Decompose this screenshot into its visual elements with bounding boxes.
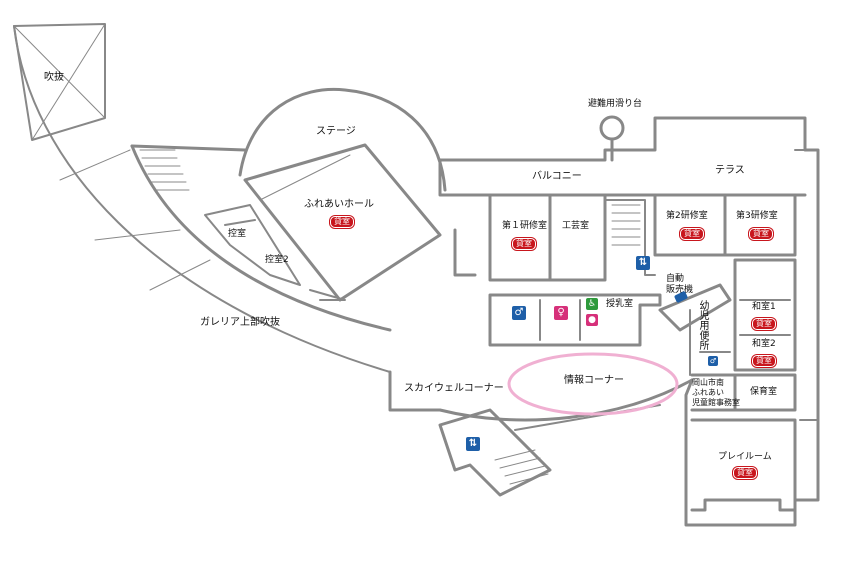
- label-children-office-line2: ふれあい: [692, 388, 724, 397]
- label-balcony: バルコニー: [532, 171, 582, 182]
- label-craft: 工芸室: [562, 221, 590, 231]
- bottom-wall: [388, 370, 694, 422]
- label-slide: 避難用滑り台: [588, 99, 643, 109]
- label-japanese-1: 和室1: [752, 302, 776, 312]
- rental-badge: 貸室: [733, 467, 757, 479]
- label-nursing: 授乳室: [606, 299, 634, 309]
- restroom-male-icon: ♂: [512, 306, 526, 320]
- training-room-1-walls: [488, 193, 552, 282]
- slide-circle: [599, 115, 625, 141]
- japanese-rooms-walls: [733, 258, 797, 372]
- gallery-outer-wall: [13, 25, 391, 373]
- accessible-icon: ♿: [586, 298, 598, 310]
- hall-walls: [243, 143, 442, 302]
- skywell-stairs: [438, 408, 552, 497]
- rental-badge: 貸室: [512, 238, 536, 250]
- label-waiting-2: 控室2: [265, 255, 289, 265]
- restroom-male-icon: ♂: [708, 356, 718, 366]
- label-training-1: 第１研修室: [502, 221, 548, 231]
- label-skywell: スカイウェルコーナー: [404, 383, 504, 394]
- waiting-rooms: [204, 204, 301, 286]
- label-vending-line2: 販売機: [666, 285, 694, 295]
- label-japanese-2: 和室2: [752, 339, 776, 349]
- label-training-2: 第2研修室: [666, 211, 708, 221]
- rental-badge: 貸室: [752, 318, 776, 330]
- label-children-office: 岡山市南 ふれあい 児童館事務室: [692, 378, 740, 408]
- gallery-inner-wall: [130, 144, 392, 332]
- training-room-3-walls: [723, 193, 797, 257]
- label-info-corner: 情報コーナー: [564, 375, 624, 386]
- label-hall: ふれあいホール: [304, 199, 374, 210]
- label-nursery: 保育室: [750, 387, 778, 397]
- playroom-walls: [690, 418, 797, 512]
- label-stage: ステージ: [316, 126, 356, 137]
- stage-arc: [238, 87, 447, 192]
- restroom-female-icon: ♀: [554, 306, 568, 320]
- label-vending-line1: 自動: [666, 274, 685, 284]
- restroom-block: [488, 293, 662, 347]
- rental-badge: 貸室: [680, 228, 704, 240]
- label-waiting: 控室: [228, 229, 247, 239]
- label-galleria: ガレリア上部吹抜: [200, 317, 280, 328]
- label-children-office-line3: 児童館事務室: [692, 398, 740, 407]
- baby-icon: ●: [586, 314, 598, 326]
- label-toddler-toilet: 幼児用便所: [697, 300, 708, 350]
- rental-badge: 貸室: [330, 216, 354, 228]
- label-children-office-line1: 岡山市南: [692, 378, 724, 387]
- rental-badge: 貸室: [752, 355, 776, 367]
- label-playroom: プレイルーム: [718, 452, 772, 462]
- training-room-2-walls: [653, 193, 727, 257]
- rental-badge: 貸室: [749, 228, 773, 240]
- label-vending: 自動 販売機: [666, 274, 693, 296]
- label-training-3: 第3研修室: [736, 211, 778, 221]
- elevator-icon: ⇅: [466, 437, 480, 451]
- label-terrace: テラス: [715, 165, 745, 176]
- elevator-icon: ⇅: [636, 256, 650, 270]
- label-fukinuke: 吹抜: [44, 72, 64, 83]
- info-corner-highlight: [507, 352, 679, 416]
